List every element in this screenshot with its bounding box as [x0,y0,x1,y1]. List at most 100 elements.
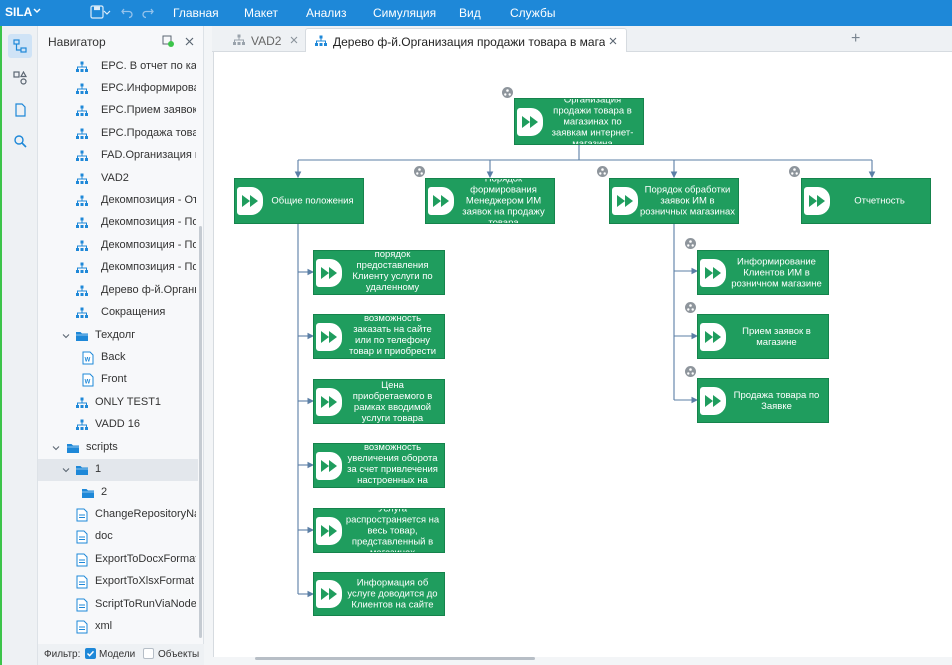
tree-item-label: FAD.Организация про [101,149,196,161]
menu-layout[interactable]: Макет [244,6,278,20]
add-model-icon[interactable] [162,35,174,47]
objects-button[interactable] [8,66,32,90]
add-tab-button[interactable]: + [851,30,861,47]
menu-view[interactable]: Вид [459,6,481,20]
tree-item-label: VAD2 [101,172,129,184]
script-file-icon [76,575,88,589]
function-node[interactable]: Услуга распространяется на весь товар, п… [313,508,445,553]
function-node[interactable]: Информация об услуге доводится до Клиент… [313,572,445,616]
function-node[interactable]: Прием заявок в магазине [697,314,829,359]
menu-simulation[interactable]: Симуляция [373,6,437,20]
tree-item[interactable]: scripts [38,437,198,459]
save-icon[interactable] [90,5,104,19]
tree-item[interactable]: Декомпозиция - Отче [38,190,198,212]
diagram-canvas[interactable]: Организация продажи товара в магазинах п… [213,52,952,657]
tree-item-label: VADD 16 [95,418,141,430]
menu-services[interactable]: Службы [510,6,556,20]
canvas-horizontal-scrollbar[interactable] [255,657,535,660]
tab-vad2[interactable]: VAD2 [220,28,302,52]
tree-item[interactable]: ONLY TEST1 [38,392,198,414]
chevron-down-icon[interactable] [52,444,60,452]
tab-function-tree[interactable]: Дерево ф-й.Организация продажи товара в … [305,28,627,52]
function-node[interactable]: Информирование Клиентов ИМ в розничном м… [697,250,829,295]
decomposition-icon[interactable] [789,166,800,177]
editor-tabs: VAD2 Дерево ф-й.Организация продажи това… [212,26,952,52]
function-node[interactable]: Порядок формирования Менеджером ИМ заяво… [425,178,555,224]
function-node[interactable]: Цена приобретаемого в рамках вводимой ус… [313,379,445,424]
tree-item[interactable]: ExportToXlsxFormat [38,571,198,593]
tree-item[interactable]: doc [38,526,198,548]
navigator-scrollbar[interactable] [199,226,202,638]
tree-item[interactable]: 2 [38,482,198,504]
tree-item[interactable]: 1 [38,459,198,481]
menu-analysis[interactable]: Анализ [306,6,347,20]
tree-item[interactable]: VAD2 [38,168,198,190]
decomposition-icon[interactable] [502,87,513,98]
tree-item-label: xml [95,620,113,632]
app-name[interactable]: SILA [5,5,33,19]
redo-icon[interactable] [141,5,155,19]
fast-forward-icon [433,195,449,207]
tree-item[interactable]: FAD.Организация про [38,145,198,167]
tree-item[interactable]: Декомпозиция - Пор [38,257,198,279]
objects-label[interactable]: Объекты [158,649,200,660]
tree-item[interactable]: Дерево ф-й.Организа [38,280,198,302]
tree-item[interactable]: xml [38,616,198,638]
tree-item[interactable]: Декомпозиция - Пол [38,212,198,234]
objects-checkbox[interactable] [143,648,154,659]
tree-item[interactable]: Декомпозиция - Пол [38,235,198,257]
menu-home[interactable]: Главная [173,6,219,20]
decomposition-icon[interactable] [414,166,425,177]
close-icon[interactable] [609,37,617,45]
tree-item-label: EPC.Информировани [101,82,196,94]
function-node[interactable]: Порядок обработки заявок ИМ в розничных … [609,178,739,224]
fast-forward-icon [242,195,258,207]
function-node[interactable]: Общие положения [234,178,364,224]
tree-item[interactable]: W Back [38,347,198,369]
function-node[interactable]: Продажа товара по Заявке [697,378,829,423]
decomposition-icon[interactable] [685,366,696,377]
tree-item-label: Декомпозиция - Пол [101,239,196,251]
tree-item-label: Back [101,351,126,363]
tree-item-label: doc [95,530,113,542]
tree-item[interactable]: EPC.Информировани [38,78,198,100]
undo-icon[interactable] [120,5,134,19]
chevron-down-icon[interactable] [62,466,70,474]
tree-item-label: EPC.Продажа товара [101,127,196,139]
tree-item[interactable]: ScriptToRunViaNodeOrD [38,594,198,616]
process-model-icon [76,61,88,72]
document-button[interactable] [8,98,32,122]
models-label[interactable]: Модели [99,649,136,660]
models-checkbox[interactable] [85,648,96,659]
tree-item[interactable]: VADD 16 [38,414,198,436]
function-node[interactable]: возможность заказать на сайте или по тел… [313,314,445,359]
function-node[interactable]: Отчетность [801,178,931,224]
decomposition-icon[interactable] [597,166,608,177]
function-node[interactable]: порядок предоставления Клиенту услуги по… [313,250,445,295]
tree-item[interactable]: EPC.Продажа товара [38,123,198,145]
process-model-icon [76,307,88,318]
root-function-node[interactable]: Организация продажи товара в магазинах п… [514,98,644,145]
decomposition-icon[interactable] [685,302,696,313]
tree-item[interactable]: ExportToDocxFormat [38,549,198,571]
navigator-button[interactable] [8,34,32,58]
tree-item[interactable]: Сокращения [38,302,198,324]
chevron-down-icon[interactable] [33,7,41,15]
tree-item[interactable]: EPC. В отчет по каждо [38,56,198,78]
connector-layer [294,145,876,598]
function-node[interactable]: возможность увеличения оборота за счет п… [313,443,445,488]
tree-item[interactable]: EPC.Прием заявок в м [38,100,198,122]
tree-item[interactable]: Техдолг [38,325,198,347]
close-icon[interactable] [185,37,194,46]
chevron-down-icon[interactable] [62,332,70,340]
title-bar: SILA Главная Макет Анализ Симуляция Вид … [0,0,952,26]
process-model-icon [76,262,88,273]
tree-item[interactable]: W Front [38,369,198,391]
node-label: Общие положения [271,195,354,207]
close-icon[interactable] [290,36,298,44]
decomposition-icon[interactable] [685,238,696,249]
search-button[interactable] [8,129,32,153]
tree-item[interactable]: ChangeRepositoryName [38,504,198,526]
chevron-down-icon[interactable] [103,5,111,19]
script-file-icon [76,508,88,522]
